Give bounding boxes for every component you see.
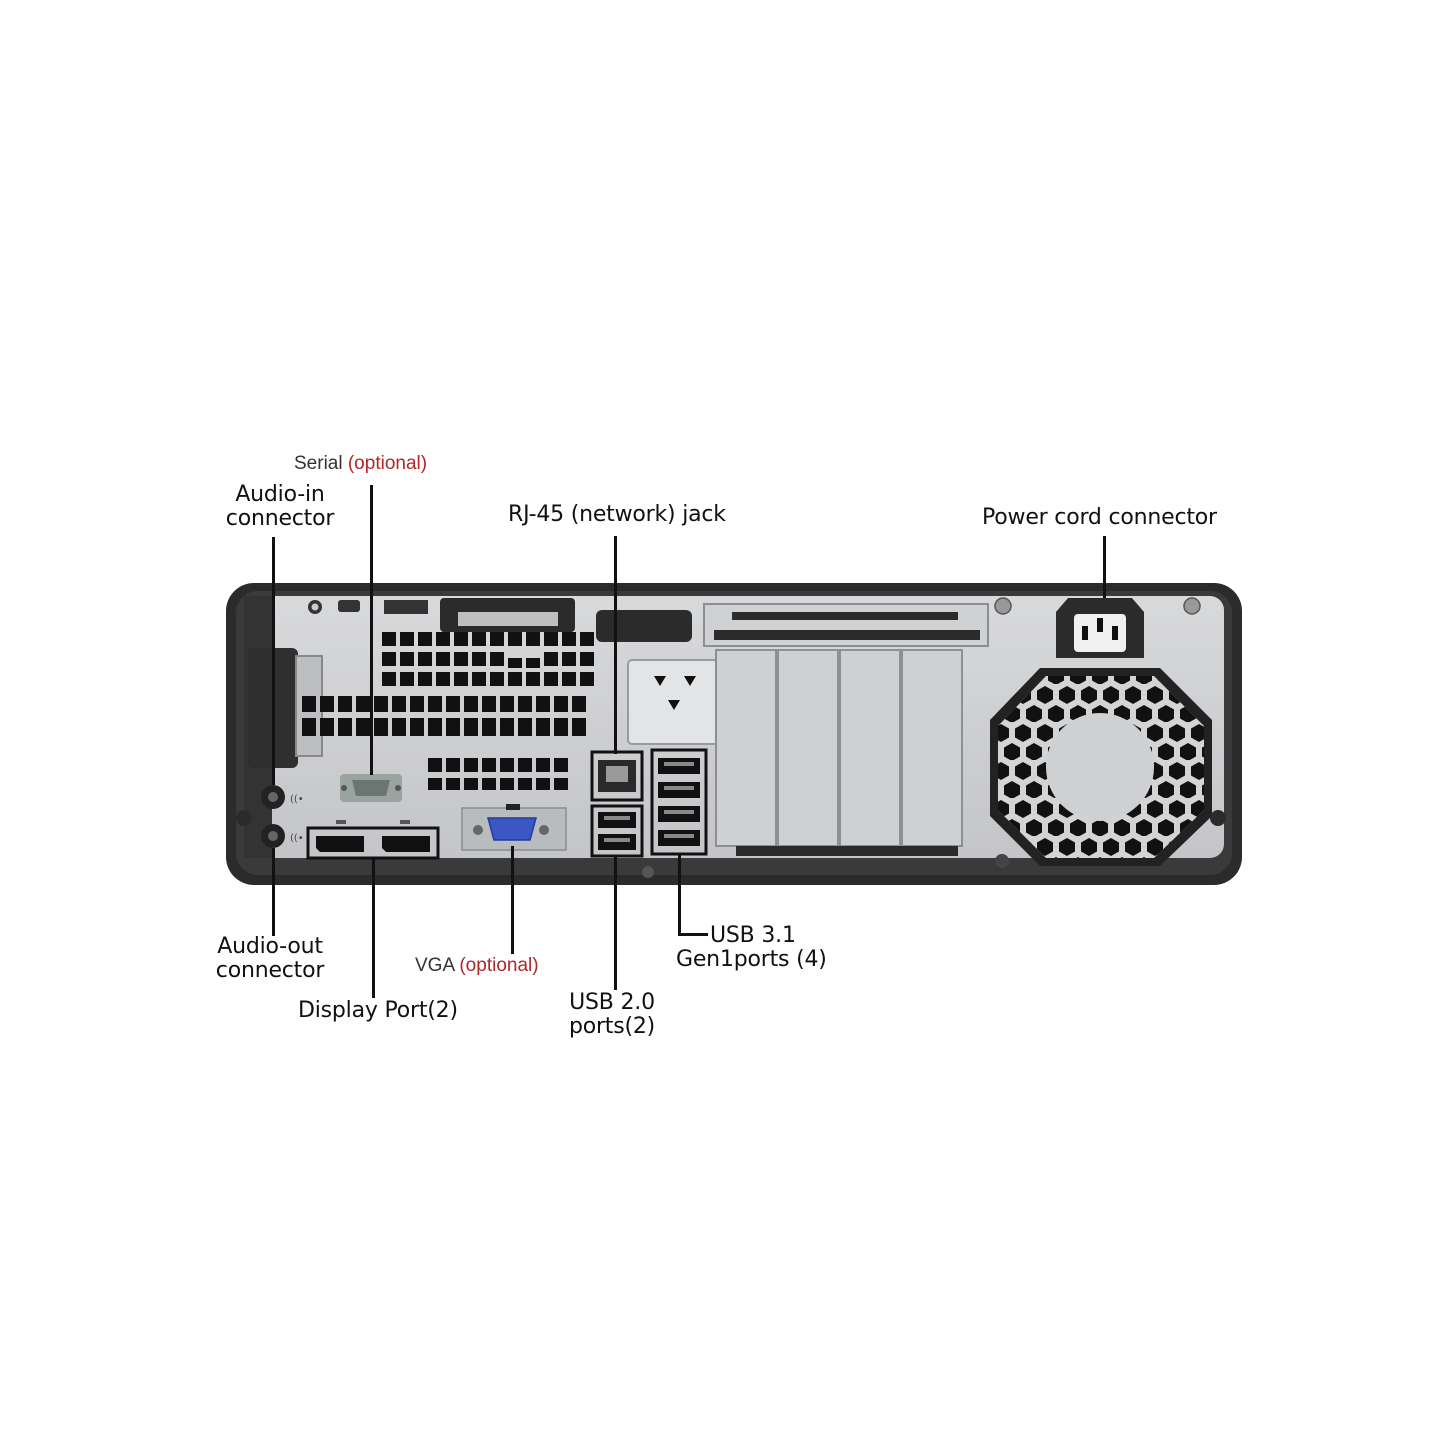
label-display-port: Display Port(2) (298, 998, 458, 1023)
label-power: Power cord connector (982, 505, 1217, 530)
label-audio-in-line1: Audio-in (235, 482, 325, 507)
label-audio-out-line2: connector (215, 958, 325, 983)
expansion-slots (715, 649, 963, 847)
leader-usb2 (614, 856, 617, 990)
label-usb31-line1: USB 3.1 (710, 923, 796, 948)
label-vga-optional: (optional) (459, 955, 539, 976)
label-rj45: RJ-45 (network) jack (508, 502, 726, 527)
label-audio-out-line1: Audio-out (217, 934, 323, 959)
usb2-port-icon (590, 804, 644, 858)
leader-usb31-vertical (678, 854, 681, 936)
label-audio-out: Audio-out connector (196, 935, 344, 983)
leader-power (1103, 536, 1106, 598)
label-audio-in-line2: connector (225, 506, 335, 531)
rj45-port-icon (590, 750, 644, 802)
leader-serial (370, 485, 373, 775)
leader-vga (511, 846, 514, 954)
label-usb31: USB 3.1 Gen1ports (4) (676, 924, 827, 972)
label-usb2-line1: USB 2.0 (569, 990, 655, 1015)
label-serial-text: Serial (294, 453, 343, 474)
leader-rj45 (614, 536, 617, 754)
displayport-icon (306, 820, 440, 860)
audio-out-jack-icon: ((• (261, 824, 304, 848)
audio-in-jack-icon: ((• (261, 785, 304, 809)
svg-text:((•: ((• (290, 794, 304, 805)
label-vga-text: VGA (415, 955, 455, 976)
label-serial-optional: (optional) (347, 453, 428, 474)
label-audio-in: Audio-in connector (210, 483, 350, 531)
serial-port-icon (340, 774, 402, 802)
leader-usb31-horizontal (678, 933, 708, 936)
label-usb2: USB 2.0 ports(2) (552, 991, 672, 1039)
leader-audio-in (272, 537, 275, 785)
vga-port-icon (461, 804, 567, 851)
svg-text:((•: ((• (290, 833, 304, 844)
vent-grid (302, 632, 594, 790)
label-serial: Serial (optional) (294, 452, 427, 476)
label-vga: VGA (optional) (415, 954, 539, 978)
label-usb2-line2: ports(2) (568, 1014, 656, 1039)
leader-display-port (372, 858, 375, 998)
leader-audio-out (272, 848, 275, 936)
fan-grille-icon (990, 668, 1212, 866)
label-usb31-line2: Gen1ports (4) (676, 947, 827, 972)
power-socket-icon (994, 597, 1201, 658)
